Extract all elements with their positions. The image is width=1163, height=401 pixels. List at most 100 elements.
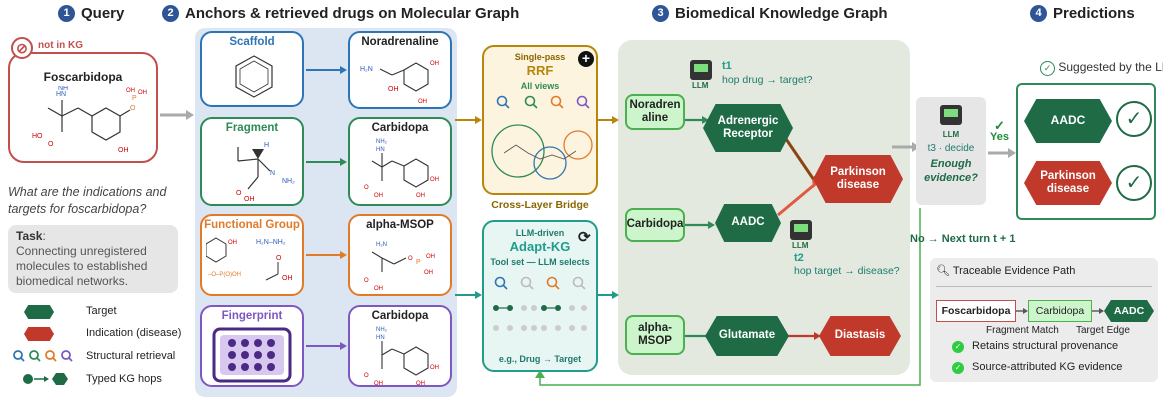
svg-text:NH₂: NH₂: [376, 139, 388, 145]
legend-typed: Typed KG hops: [86, 373, 162, 385]
svg-text:OH: OH: [388, 86, 399, 93]
kg-target-adrenergic-receptor: Adrenergic Receptor: [703, 104, 793, 152]
prediction-check-icon: ✓: [1116, 101, 1152, 137]
svg-text:OH: OH: [118, 147, 129, 154]
not-in-kg-icon: ⊘: [11, 37, 33, 59]
rrf-overlap-diagram: [491, 95, 593, 180]
decide-question: Enough evidence?: [924, 158, 978, 184]
evidence-node-target: AADC: [1104, 300, 1154, 322]
svg-text:OH: OH: [228, 240, 237, 246]
section-title-text: Biomedical Knowledge Graph: [675, 5, 888, 22]
svg-text:OH: OH: [430, 61, 439, 67]
fragment-structure: H N NH₂ O OH: [236, 142, 295, 203]
section-title-text: Predictions: [1053, 5, 1135, 22]
evidence-arrow: [1016, 308, 1028, 314]
fragment-label: Fragment: [225, 122, 279, 134]
bridge-label: Cross-Layer Bridge: [478, 199, 602, 211]
svg-text:OH: OH: [374, 193, 383, 199]
alpha-msop-structure: H₂N O P OH OH O OH: [364, 242, 435, 292]
functional-group-card: Functional Group OH H₂N–NH₂ –O–P(O)OH O …: [200, 214, 304, 296]
svg-text:OH: OH: [430, 365, 439, 371]
section-kg-title: 3 Biomedical Knowledge Graph: [652, 5, 888, 22]
section-title-text: Query: [81, 5, 125, 22]
t2-label: t2: [794, 252, 804, 264]
query-drug-name: Foscarbidopa: [43, 70, 123, 84]
svg-text:HO: HO: [32, 133, 43, 140]
svg-text:OH: OH: [424, 270, 433, 276]
svg-text:H₂N–NH₂: H₂N–NH₂: [256, 239, 286, 246]
svg-text:H₂N: H₂N: [360, 66, 373, 73]
bullet-text: Retains structural provenance: [972, 340, 1119, 352]
decide-step: t3 · decide: [927, 143, 975, 154]
no-loop-arrow: [535, 208, 921, 386]
benzene-ring: [235, 55, 273, 98]
evidence-node-anchor: Carbidopa: [1028, 300, 1092, 322]
scaffold-label: Scaffold: [229, 36, 275, 48]
section-predictions-title: 4 Predictions: [1030, 5, 1135, 22]
svg-text:H: H: [264, 142, 269, 149]
retrieved-drug-label: alpha-MSOP: [366, 219, 434, 231]
svg-text:P: P: [132, 95, 137, 102]
evidence-bullet-1: ✓Retains structural provenance: [952, 340, 1118, 353]
svg-text:OH: OH: [126, 88, 135, 94]
svg-text:O: O: [48, 141, 54, 148]
retrieved-noradrenaline-card: Noradrenaline H₂N OH OH OH: [348, 31, 452, 109]
svg-text:OH: OH: [374, 286, 383, 292]
retrieved-carbidopa-card-2: Carbidopa NH₂ HN O OH OH OH: [348, 305, 452, 387]
section-query-title: 1 Query: [58, 5, 124, 22]
section-anchors-title: 2 Anchors & retrieved drugs on Molecular…: [162, 5, 519, 22]
legend-structural: Structural retrieval: [86, 350, 176, 362]
retrieved-drug-label: Noradrenaline: [361, 36, 439, 48]
decide-box: LLM t3 · decide Enough evidence?: [916, 97, 986, 205]
svg-text:N: N: [270, 170, 275, 177]
retrieved-drug-label: Carbidopa: [371, 310, 429, 322]
svg-text:OH: OH: [244, 196, 255, 203]
svg-text:OH: OH: [374, 381, 383, 387]
prediction-check-icon: ✓: [1116, 165, 1152, 201]
svg-text:NH₂: NH₂: [376, 327, 388, 333]
scaffold-card: Scaffold: [200, 31, 304, 107]
kg-input-arrows: [598, 116, 619, 299]
retrieved-alpha-msop-card: alpha-MSOP H₂N O P OH OH O OH: [348, 214, 452, 296]
svg-text:OH: OH: [418, 99, 427, 105]
adapt-tools: Tool set — LLM selects: [490, 257, 590, 267]
llm-chip-icon: [690, 60, 712, 80]
adapt-name: Adapt-KG: [509, 239, 571, 254]
panel-connectors: [455, 116, 482, 299]
rrf-top-label: Single-pass: [514, 52, 566, 62]
svg-text:HN: HN: [376, 147, 385, 153]
llm-label: LLM: [692, 81, 709, 90]
task-title: Task: [16, 229, 43, 243]
svg-text:HN: HN: [56, 91, 66, 98]
adapt-example: e.g., Drug → Target: [498, 354, 582, 364]
rrf-name: RRF: [526, 63, 554, 78]
evidence-box: 🔍︎ Traceable Evidence Path Foscarbidopa …: [930, 258, 1158, 382]
fragment-card: Fragment H N NH₂ O OH: [200, 117, 304, 206]
carbidopa-structure: NH₂ HN O OH OH OH: [364, 327, 439, 387]
bullet-text: Source-attributed KG evidence: [972, 361, 1123, 373]
anchor-arrows: [306, 66, 347, 350]
svg-text:OH: OH: [426, 254, 435, 260]
svg-text:OH: OH: [416, 381, 425, 387]
legend-hop-icon: [23, 373, 68, 385]
carbidopa-structure: NH₂ HN O OH OH OH: [364, 139, 439, 199]
svg-text:OH: OH: [138, 90, 147, 96]
legend-target: Target: [86, 305, 117, 317]
query-question: What are the indications and targets for…: [8, 185, 167, 216]
svg-text:HN: HN: [376, 335, 385, 341]
llm-chip-icon: [940, 105, 962, 125]
legend-magnifier-icons: [13, 350, 73, 362]
rrf-box: Single-pass RRF + All views: [482, 45, 598, 195]
evidence-bullet-2: ✓Source-attributed KG evidence: [952, 361, 1122, 374]
legend-target-marker: [24, 305, 54, 319]
section-number: 3: [652, 5, 669, 22]
no-label: No: [910, 233, 925, 245]
svg-text:H₂N: H₂N: [376, 242, 387, 248]
svg-text:OH: OH: [430, 177, 439, 183]
evidence-title: Traceable Evidence Path: [952, 265, 1076, 277]
evidence-arrow: [1092, 308, 1104, 314]
svg-text:–O–P(O)OH: –O–P(O)OH: [208, 272, 241, 278]
svg-text:P: P: [416, 259, 421, 266]
svg-text:O: O: [364, 185, 369, 191]
refresh-icon: ⟳: [578, 229, 591, 246]
